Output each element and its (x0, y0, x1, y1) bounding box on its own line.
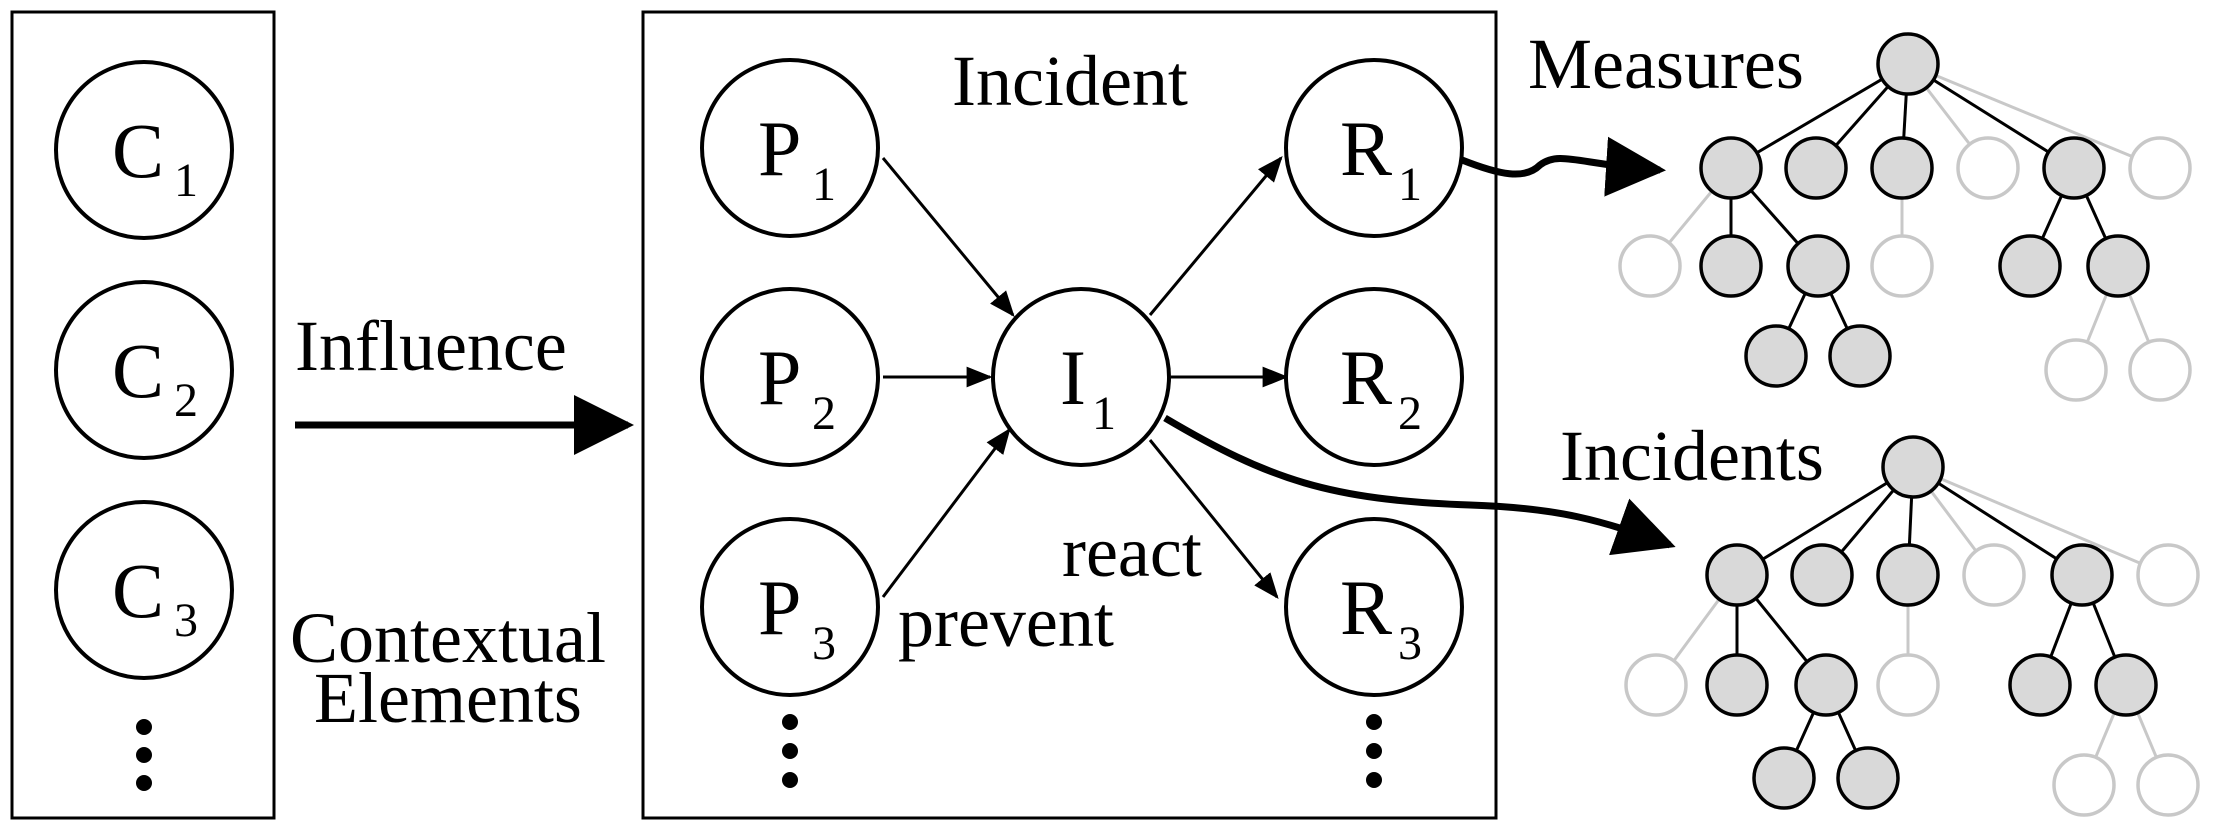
incident-edges (881, 156, 1289, 600)
node-p2-letter: P (758, 334, 801, 421)
node-r3-letter: R (1340, 564, 1392, 651)
node-c3-sub: 3 (174, 594, 198, 647)
node-r1-sub: 1 (1398, 158, 1422, 211)
node-p3-letter: P (758, 564, 801, 651)
react-label: react (1062, 512, 1202, 592)
measures-tree-edges (1648, 62, 2162, 371)
r-ellipsis (1366, 714, 1382, 788)
node-c2-sub: 2 (174, 374, 198, 427)
prevent-label: prevent (898, 582, 1114, 662)
measures-tree-nodes (1618, 32, 2192, 402)
node-c2: C 2 (54, 280, 234, 460)
node-p3-sub: 3 (812, 617, 836, 670)
context-box (10, 10, 276, 820)
node-c1-sub: 1 (174, 154, 198, 207)
node-p3: P 3 (700, 517, 880, 697)
node-i1-sub: 1 (1092, 387, 1116, 440)
measures-tree (1618, 32, 2192, 402)
node-c1-letter: C (112, 107, 164, 194)
incidents-tree-nodes (1624, 435, 2200, 817)
node-p1-letter: P (758, 105, 801, 192)
p-ellipsis (782, 714, 798, 788)
node-c3-letter: C (112, 547, 164, 634)
node-r2-sub: 2 (1398, 387, 1422, 440)
node-r1-letter: R (1340, 105, 1392, 192)
incident-box (641, 10, 1498, 820)
node-r3: R 3 (1284, 517, 1464, 697)
node-c3: C 3 (54, 500, 234, 680)
incident-label: Incident (952, 41, 1188, 121)
node-r3-sub: 3 (1398, 617, 1422, 670)
influence-label: Influence (295, 306, 567, 386)
incidents-label: Incidents (1560, 416, 1824, 496)
node-r2-letter: R (1340, 334, 1392, 421)
incidents-tree (1624, 435, 2200, 817)
node-c1: C 1 (54, 60, 234, 240)
measures-arrow (1460, 136, 1666, 197)
incidents-arrow (1163, 414, 1676, 556)
incidents-tree-edges (1654, 465, 2170, 786)
c-ellipsis (136, 719, 152, 791)
node-i1: I 1 (991, 287, 1171, 467)
node-p1-sub: 1 (812, 158, 836, 211)
node-p2: P 2 (700, 287, 880, 467)
node-i1-letter: I (1060, 334, 1086, 421)
contextual-label-line2: Elements (314, 658, 582, 738)
node-p1: P 1 (700, 58, 880, 238)
contextual-label-line1: Contextual (290, 598, 606, 678)
node-r1: R 1 (1284, 58, 1464, 238)
node-p2-sub: 2 (812, 387, 836, 440)
measures-label: Measures (1528, 24, 1804, 104)
node-r2: R 2 (1284, 287, 1464, 467)
node-c2-letter: C (112, 327, 164, 414)
